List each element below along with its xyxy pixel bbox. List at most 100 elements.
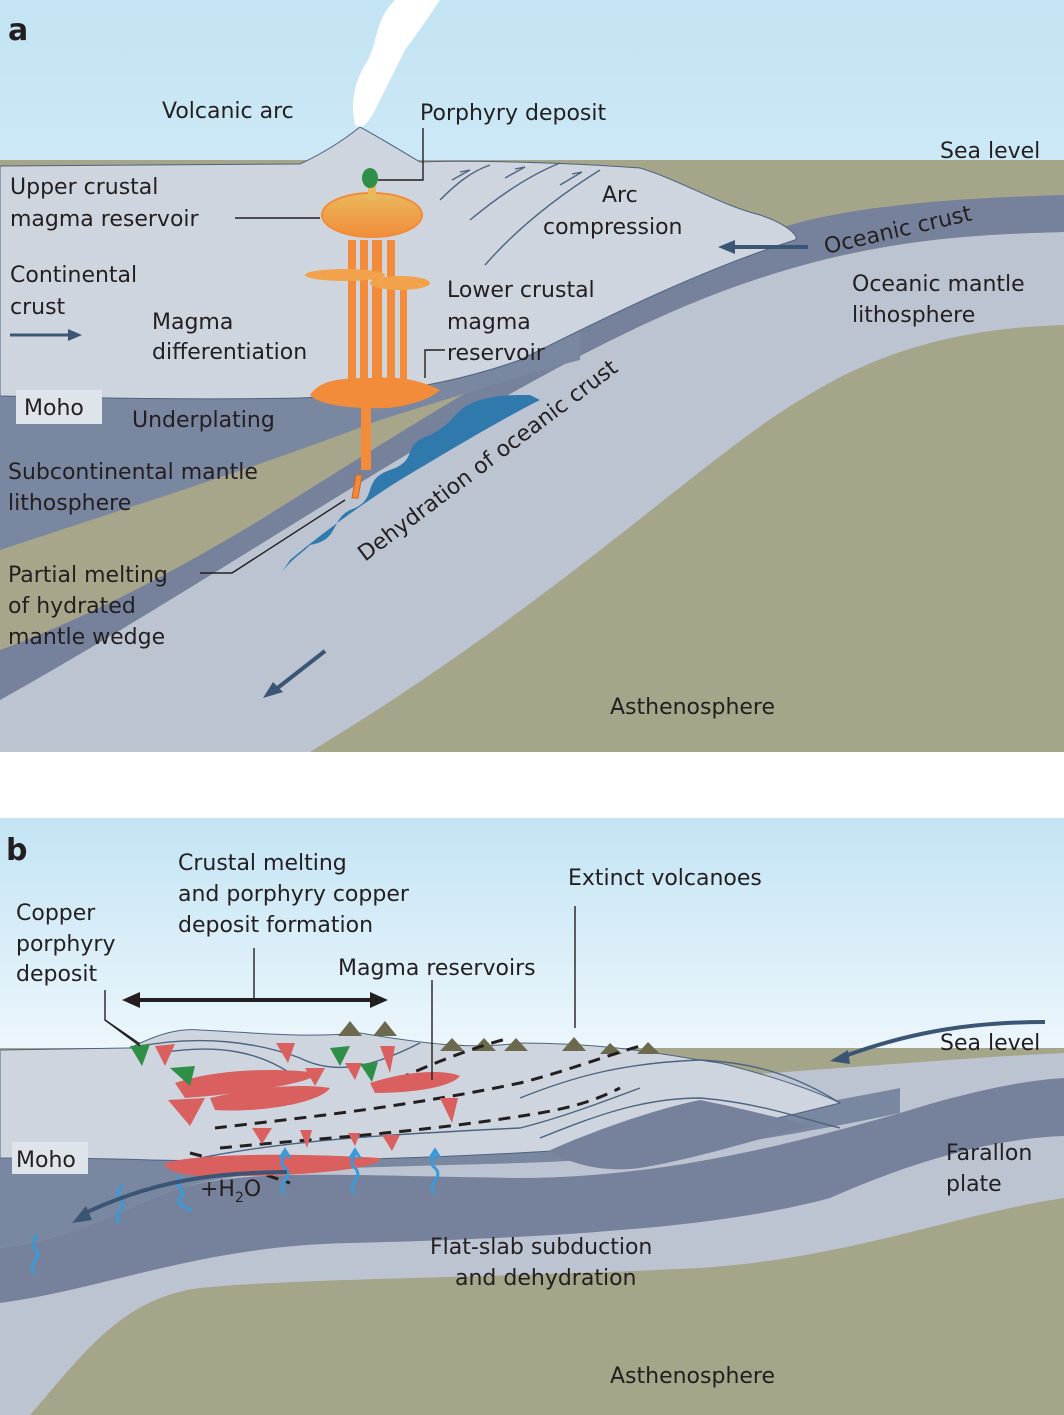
- porphyry-deposit: [360, 1062, 378, 1082]
- panel-b-letter: b: [6, 833, 27, 868]
- fault-line-1: [539, 1097, 841, 1139]
- extinct-volcano: [373, 1021, 397, 1036]
- magma-reservoir: [175, 1070, 320, 1098]
- magma-reservoir: [305, 1068, 325, 1086]
- sky: [0, 818, 1064, 1058]
- thrust-fault-3: [484, 169, 601, 266]
- label-partial-melting-3: mantle wedge: [8, 625, 165, 650]
- magma-reservoir: [210, 1086, 330, 1111]
- fault-line-2: [519, 1059, 841, 1104]
- dashed-fracture: [214, 1044, 641, 1130]
- label-lower-crustal-2: magma: [447, 310, 531, 335]
- thrust-fault-2: [469, 162, 561, 221]
- extinct-volcano: [637, 1042, 660, 1054]
- panel-b-diagram: b Crustal melting and porphyry copper de…: [0, 818, 1064, 1415]
- dehydration-fluid: [280, 395, 540, 575]
- magma-plumbing-system: [305, 178, 440, 499]
- extinct-volcano: [562, 1037, 586, 1051]
- label-partial-melting-2: of hydrated: [8, 594, 136, 619]
- label-underplating: Underplating: [132, 408, 275, 433]
- label-sea-level-b: Sea level: [940, 1031, 1040, 1056]
- magma-reservoir: [348, 1133, 360, 1146]
- label-extinct-volcanoes: Extinct volcanoes: [568, 866, 762, 891]
- water-arrow-icon: [348, 1147, 362, 1195]
- thrust-arrow-3: [559, 171, 583, 186]
- flat-slab-arrow-icon: [72, 1170, 288, 1223]
- porphyry-deposit: [170, 1066, 195, 1086]
- porphyry-deposit: [130, 1044, 150, 1066]
- label-asthenosphere-b: Asthenosphere: [610, 1364, 775, 1389]
- water-arrow-icon: [30, 1234, 40, 1275]
- porphyry-deposit: [330, 1046, 350, 1066]
- extinct-volcano: [440, 1038, 464, 1051]
- porphyry-deposit-body: [362, 168, 378, 188]
- thrust-arrow-1: [451, 169, 471, 181]
- magma-reservoir: [370, 1072, 460, 1093]
- label-porphyry-deposit: Porphyry deposit: [420, 101, 606, 126]
- volcanic-plume: [353, 0, 440, 127]
- farallon-arrow-icon: [830, 1020, 1046, 1064]
- magma-reservoir: [252, 1128, 272, 1144]
- magma-reservoir: [382, 1135, 400, 1151]
- label-upper-crustal-2: magma reservoir: [10, 207, 200, 232]
- label-crustal-melting-3: deposit formation: [178, 913, 373, 938]
- oceanic-arrow-icon: [718, 240, 808, 254]
- magma-reservoir: [168, 1098, 205, 1126]
- subduction-arrow-icon: [263, 649, 327, 698]
- label-magma-reservoirs: Magma reservoirs: [338, 956, 536, 981]
- panel-a-diagram: a Volcanic arc Porphyry deposit Sea leve…: [0, 0, 1064, 752]
- label-continental-2: crust: [10, 295, 66, 320]
- label-crustal-melting-1: Crustal melting: [178, 851, 347, 876]
- thrust-fault-1: [439, 164, 491, 201]
- leader-partial-melting: [200, 499, 346, 574]
- magma-reservoir: [380, 1046, 395, 1073]
- continental-crust-layer: [0, 126, 797, 400]
- panel-a-letter: a: [8, 13, 28, 48]
- label-moho-b: Moho: [16, 1148, 76, 1173]
- label-continental-1: Continental: [10, 263, 137, 288]
- label-asthenosphere-a: Asthenosphere: [610, 695, 775, 720]
- label-volcanic-arc: Volcanic arc: [162, 99, 294, 124]
- label-arc: Arc: [602, 183, 638, 208]
- continental-arrow-icon: [10, 329, 82, 341]
- magma-reservoir: [440, 1098, 458, 1123]
- extinct-volcano: [338, 1021, 362, 1036]
- moho-label-box: [16, 390, 102, 424]
- label-water-o: O: [244, 1177, 261, 1202]
- label-lower-crustal-3: reservoir: [447, 341, 546, 366]
- label-copper-3: deposit: [16, 962, 97, 987]
- label-oceanic-mantle-2: lithosphere: [852, 303, 975, 328]
- porphyry-deposits-group: [130, 1044, 378, 1086]
- water-arrow-icon: [428, 1147, 442, 1195]
- label-flat-slab-1: Flat-slab subduction: [430, 1235, 652, 1260]
- extinct-volcano: [600, 1043, 622, 1054]
- oceanic-crust-layer: [0, 1078, 1064, 1303]
- water-arrow-icon: [278, 1147, 292, 1195]
- label-crustal-melting-2: and porphyry copper: [178, 882, 410, 907]
- extinct-volcanoes-group: [338, 1021, 660, 1054]
- fault-line-5: [159, 1048, 291, 1074]
- label-farallon-2: plate: [946, 1172, 1002, 1197]
- label-magma-1: Magma: [152, 310, 233, 335]
- label-flat-slab-2: and dehydration: [455, 1266, 636, 1291]
- label-water: +H2O: [200, 1177, 261, 1206]
- dashed-fracture: [379, 1036, 511, 1090]
- leader-lower-reservoir: [424, 349, 445, 378]
- thrust-arrow-2: [504, 166, 526, 179]
- label-water-h: +H: [200, 1177, 235, 1202]
- magma-reservoir: [300, 1130, 312, 1148]
- label-copper-1: Copper: [16, 901, 96, 926]
- dashed-fracture: [219, 1086, 621, 1150]
- fault-line-3: [199, 1087, 641, 1159]
- moho-label-box: [12, 1142, 88, 1174]
- label-farallon-1: Farallon: [946, 1141, 1032, 1166]
- label-copper-2: porphyry: [16, 932, 115, 957]
- label-moho: Moho: [24, 396, 84, 421]
- label-compression-text: compression: [543, 215, 683, 240]
- thrust-slice-1: [548, 1100, 810, 1170]
- label-sea-level: Sea level: [940, 139, 1040, 164]
- subcontinental-mantle-layer: [0, 330, 580, 550]
- magma-reservoir: [345, 1063, 362, 1080]
- extent-double-arrow-icon: [122, 992, 388, 1008]
- magma-reservoir: [276, 1043, 295, 1063]
